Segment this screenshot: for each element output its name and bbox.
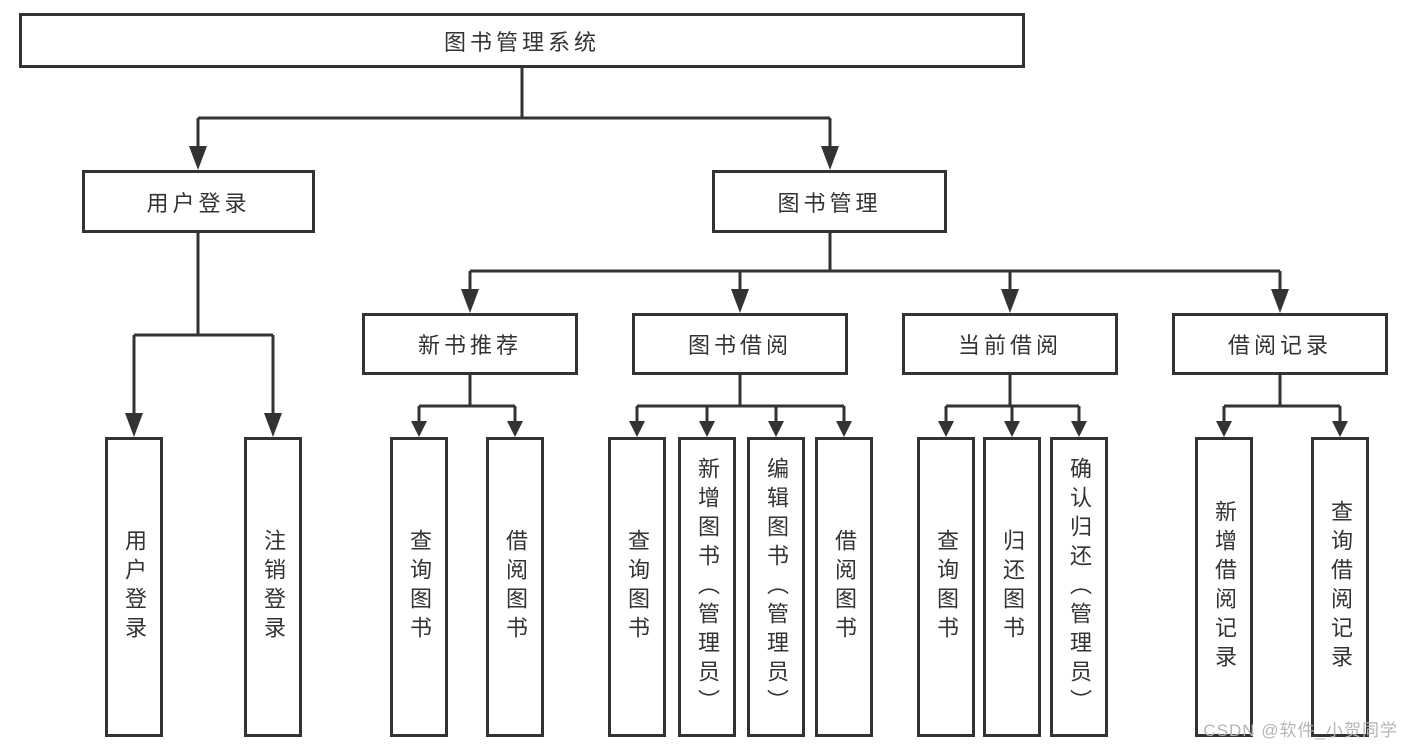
node-new-book-recommend: 新书推荐 [362, 313, 578, 375]
csdn-watermark: CSDN @软件_小贺同学 [1203, 721, 1398, 740]
leaf-borrow-query-books: 查询图书 [608, 437, 666, 737]
leaf-borrow-borrow-books: 借阅图书 [815, 437, 873, 737]
node-current-borrow-label: 当前借阅 [957, 333, 1062, 358]
arrowheads [125, 146, 1348, 437]
node-borrow-records-label: 借阅记录 [1227, 333, 1332, 358]
leaf-logout-label: 注销登录 [261, 529, 286, 645]
leaf-borrow-query-books-label: 查询图书 [625, 529, 650, 645]
leaf-edit-book-admin: 编辑图书（管理员） [747, 437, 805, 737]
node-book-borrow-label: 图书借阅 [687, 333, 792, 358]
leaf-current-query-books-label: 查询图书 [934, 529, 959, 645]
leaf-add-borrow-record: 新增借阅记录 [1195, 437, 1253, 737]
leaf-add-book-admin: 新增图书（管理员） [678, 437, 736, 737]
leaf-recommend-query-books-label: 查询图书 [407, 529, 432, 645]
node-book-borrow: 图书借阅 [632, 313, 848, 375]
node-root-system: 图书管理系统 [19, 13, 1025, 68]
leaf-user-login: 用户登录 [105, 437, 163, 737]
leaf-confirm-return-admin-label: 确认归还（管理员） [1067, 456, 1092, 718]
leaf-logout: 注销登录 [244, 437, 302, 737]
leaf-borrow-borrow-books-label: 借阅图书 [832, 529, 857, 645]
node-user-login-label: 用户登录 [146, 190, 251, 216]
leaf-return-books-label: 归还图书 [1000, 529, 1025, 645]
leaf-current-query-books: 查询图书 [917, 437, 975, 737]
node-root-label: 图书管理系统 [443, 29, 600, 55]
node-user-login: 用户登录 [82, 170, 315, 233]
leaf-recommend-query-books: 查询图书 [390, 437, 448, 737]
node-new-book-recommend-label: 新书推荐 [417, 333, 522, 358]
leaf-user-login-label: 用户登录 [122, 529, 147, 645]
node-book-management-label: 图书管理 [777, 190, 882, 216]
leaf-confirm-return-admin: 确认归还（管理员） [1050, 437, 1108, 737]
leaf-return-books: 归还图书 [983, 437, 1041, 737]
leaf-query-borrow-record-label: 查询借阅记录 [1328, 500, 1353, 674]
node-current-borrow: 当前借阅 [902, 313, 1118, 375]
node-book-management: 图书管理 [712, 170, 947, 233]
leaf-recommend-borrow-books: 借阅图书 [486, 437, 544, 737]
leaf-recommend-borrow-books-label: 借阅图书 [503, 529, 528, 645]
leaf-edit-book-admin-label: 编辑图书（管理员） [764, 456, 789, 718]
leaf-add-borrow-record-label: 新增借阅记录 [1212, 500, 1237, 674]
leaf-query-borrow-record: 查询借阅记录 [1311, 437, 1369, 737]
leaf-add-book-admin-label: 新增图书（管理员） [695, 456, 720, 718]
node-borrow-records: 借阅记录 [1172, 313, 1388, 375]
